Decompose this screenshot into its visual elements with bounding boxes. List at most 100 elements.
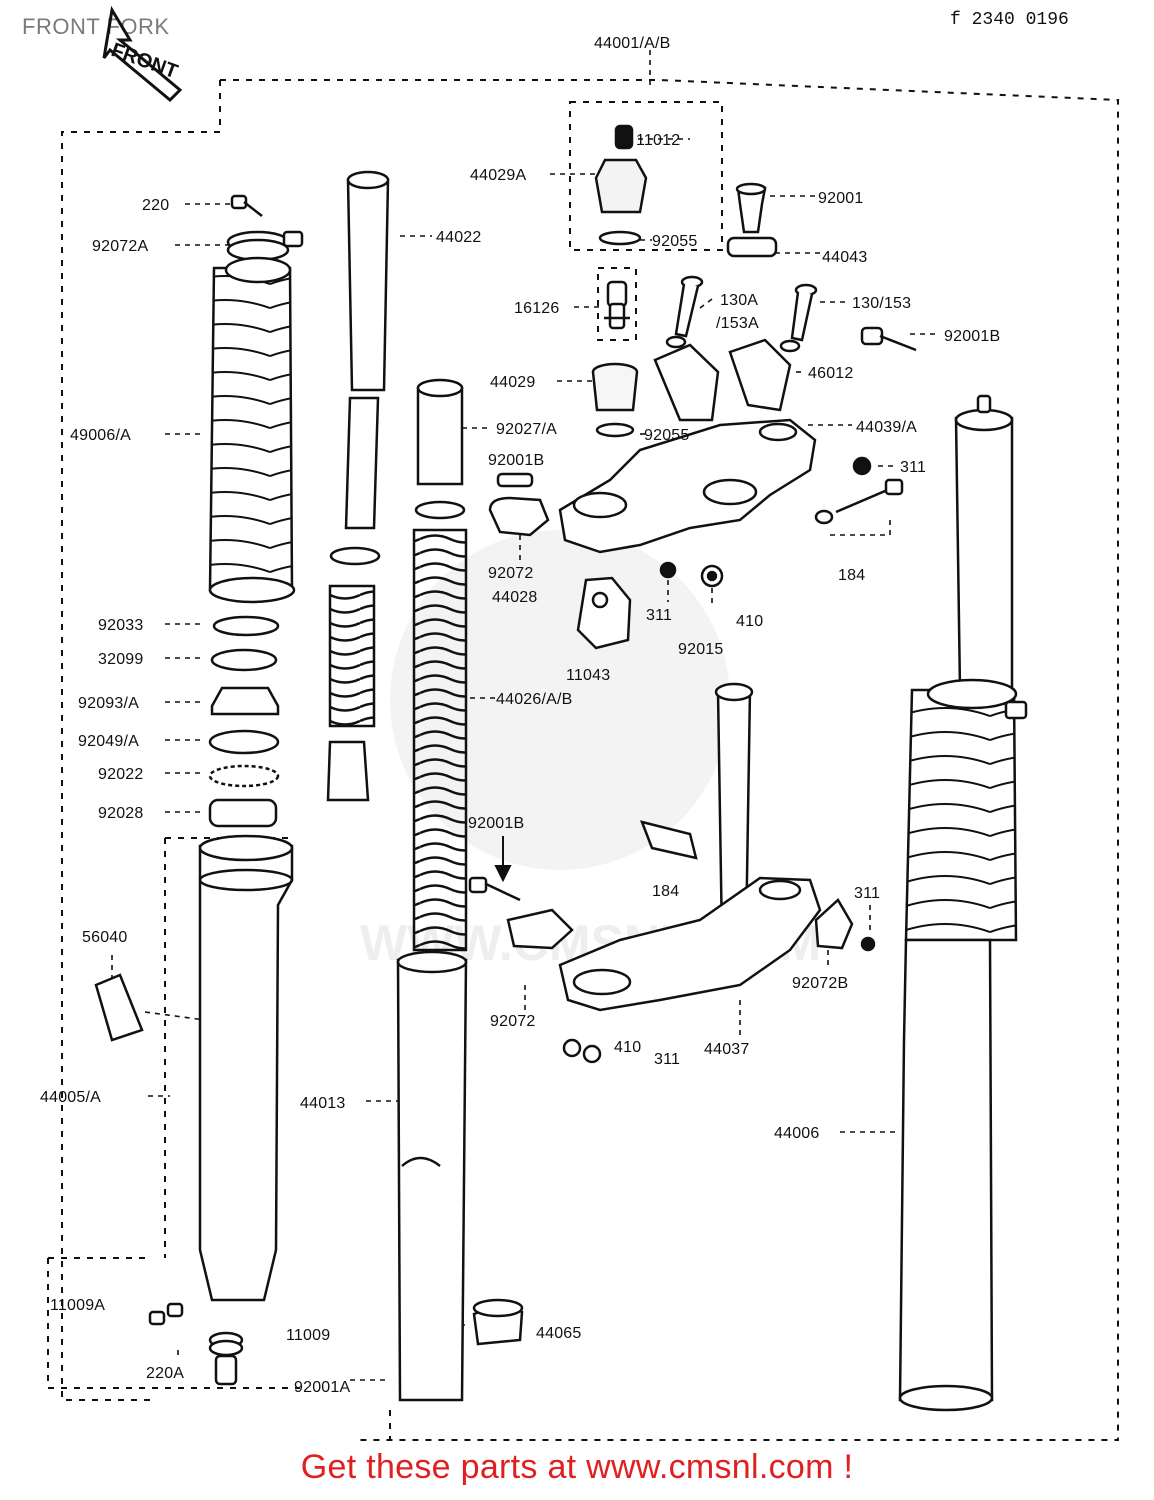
part-label-311-mid: 311: [646, 607, 672, 624]
nut-311-top[interactable]: [852, 456, 872, 476]
part-label-44001-A-B: 44001/A/B: [594, 35, 671, 52]
part-label-44028: 44028: [492, 589, 538, 606]
fork-tube-92027a[interactable]: [416, 378, 464, 486]
part-label-11009A: 11009A: [50, 1297, 105, 1314]
washer-92049a[interactable]: [208, 729, 280, 755]
part-label-92001: 92001: [818, 190, 864, 207]
leader-lines: [111, 50, 940, 1381]
bolt-130-153[interactable]: [779, 283, 818, 353]
part-label-92055-mid: 92055: [644, 427, 690, 444]
get-parts-link[interactable]: Get these parts at www.cmsnl.com !: [300, 1448, 854, 1486]
nut-311-lower[interactable]: [860, 936, 876, 952]
steering-stem-44037[interactable]: [714, 682, 754, 942]
part-label-184-lower: 184: [652, 883, 679, 900]
oil-seal-92093a[interactable]: [210, 686, 280, 716]
page-title: FRONT FORK: [22, 14, 170, 39]
spring-seat-top[interactable]: [414, 500, 466, 520]
damper-valve-44029[interactable]: [591, 362, 639, 438]
part-label-11009: 11009: [286, 1327, 330, 1344]
part-label-92093-A: 92093/A: [78, 695, 139, 712]
part-label-92072-upper: 92072: [488, 565, 534, 582]
clamp-92072-upper[interactable]: [488, 472, 550, 537]
inner-tube-44022[interactable]: [346, 170, 390, 392]
fork-leg-assembly-44006[interactable]: [898, 394, 1028, 1412]
cable-guide-92072b[interactable]: [814, 898, 854, 950]
steering-cap-assembly-44029a[interactable]: [594, 124, 648, 246]
bolt-16126[interactable]: [604, 280, 630, 330]
plate-46012[interactable]: [653, 338, 792, 422]
drain-bolt-11009[interactable]: [208, 1331, 244, 1357]
part-label-130-153: 130/153: [852, 295, 911, 312]
slider-44013[interactable]: [396, 950, 468, 1402]
part-label-44026-A-B: 44026/A/B: [496, 691, 573, 708]
ring-92033[interactable]: [212, 615, 280, 637]
dust-boot-49006a[interactable]: [208, 256, 296, 604]
lower-triple-clamp[interactable]: [558, 876, 822, 1012]
part-label-92001B-lower: 92001B: [468, 815, 524, 832]
pointer-92001b-lower: [494, 836, 512, 883]
reflector-56040[interactable]: [94, 973, 144, 1042]
part-label-49006-A: 49006/A: [70, 427, 131, 444]
part-label-44037: 44037: [704, 1041, 750, 1058]
part-label-44065: 44065: [536, 1325, 582, 1342]
part-label-92001A: 92001A: [294, 1379, 350, 1396]
bolt-92001a[interactable]: [214, 1354, 238, 1386]
part-label-44006: 44006: [774, 1125, 820, 1142]
part-label-11043: 11043: [566, 667, 610, 684]
front-marker-text: FRONT: [108, 39, 180, 83]
outer-tube-44005a[interactable]: [198, 834, 294, 1302]
part-label-32099: 32099: [98, 651, 144, 668]
rebound-spring-sleeve[interactable]: [326, 740, 370, 802]
spring-seat-ring[interactable]: [329, 546, 381, 566]
part-label-44043: 44043: [822, 249, 868, 266]
spacer-tube[interactable]: [344, 396, 380, 530]
part-label-92001B-right: 92001B: [944, 328, 1000, 345]
clamp-92072a[interactable]: [226, 230, 304, 262]
part-label-92072-lower: 92072: [490, 1013, 536, 1030]
part-label-311-top: 311: [900, 459, 926, 476]
bolt-92001b-right[interactable]: [860, 326, 917, 352]
nut-92001[interactable]: [726, 182, 778, 258]
seal-32099[interactable]: [210, 648, 278, 672]
clamp-92072-lower[interactable]: [506, 908, 574, 950]
reference-code: f 2340 0196: [950, 10, 1069, 30]
part-label-311-lower: 311: [854, 885, 880, 902]
part-label-44029A: 44029A: [470, 167, 526, 184]
screw-220a[interactable]: [148, 1302, 184, 1326]
part-label-92033: 92033: [98, 617, 144, 634]
watermark-logo-circle: [390, 530, 730, 870]
bolt-220[interactable]: [230, 194, 263, 217]
part-label-92022: 92022: [98, 766, 144, 783]
part-label-220A: 220A: [146, 1365, 184, 1382]
nut-washer-410-lower[interactable]: [562, 1038, 602, 1064]
front-direction-marker: FRONT: [102, 5, 183, 103]
fork-spring-44026ab[interactable]: [412, 528, 468, 952]
washer-410-mid[interactable]: [700, 564, 724, 588]
bushing-92028[interactable]: [208, 798, 278, 828]
part-label-92072A: 92072A: [92, 238, 148, 255]
part-label-11012: 11012: [636, 132, 680, 149]
part-label-92001B-upper: 92001B: [488, 452, 544, 469]
part-label-130A: 130A: [720, 292, 758, 309]
part-label-44005-A: 44005/A: [40, 1089, 101, 1106]
bolt-130a[interactable]: [665, 275, 704, 349]
part-label-153A: /153A: [716, 315, 759, 332]
part-label-16126: 16126: [514, 300, 560, 317]
bolt-92001b-lower[interactable]: [468, 876, 521, 902]
part-label-410-mid: 410: [736, 613, 763, 630]
part-label-92015: 92015: [678, 641, 724, 658]
bracket-44028[interactable]: [576, 576, 632, 650]
pinch-bolt-184-lower[interactable]: [639, 820, 698, 860]
small-spring[interactable]: [328, 584, 376, 728]
cap-44065[interactable]: [472, 1298, 524, 1346]
part-label-44039-A: 44039/A: [856, 419, 917, 436]
part-label-44029: 44029: [490, 374, 536, 391]
part-label-311-bottom: 311: [654, 1051, 680, 1068]
ring-92022[interactable]: [208, 764, 280, 788]
nut-311-mid[interactable]: [659, 561, 677, 579]
part-label-92049-A: 92049/A: [78, 733, 139, 750]
upper-triple-clamp-44039a[interactable]: [558, 418, 817, 554]
part-label-410-lower: 410: [614, 1039, 641, 1056]
pinch-bolt-184-top[interactable]: [814, 478, 904, 525]
